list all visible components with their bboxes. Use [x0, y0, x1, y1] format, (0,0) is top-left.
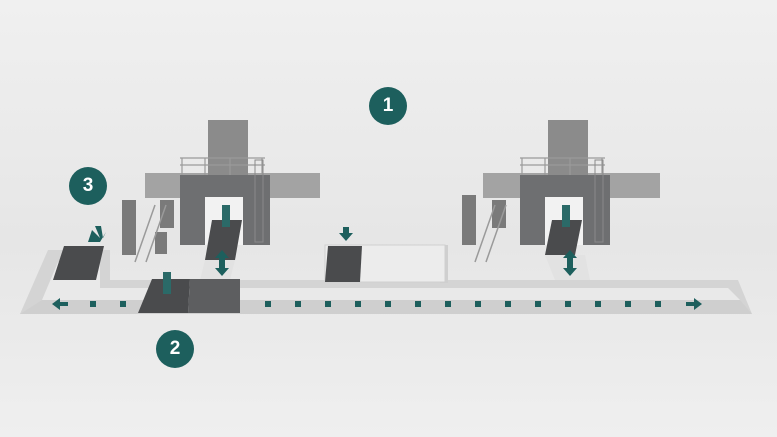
conveyor-dots: [90, 301, 661, 307]
marker-label: 3: [82, 175, 94, 196]
conveyor-dot: [325, 301, 331, 307]
gantry-machine-2: [462, 120, 660, 280]
marker-label: 1: [382, 95, 394, 116]
marker-2[interactable]: 2: [156, 330, 194, 368]
conveyor-dot: [295, 301, 301, 307]
marker-3[interactable]: 3: [69, 167, 107, 205]
pallet: [53, 246, 104, 280]
conveyor-dot: [445, 301, 451, 307]
arrow-down-icon: [88, 226, 106, 242]
conveyor-dot: [625, 301, 631, 307]
arrow-updown-icon: [215, 250, 229, 276]
marker-1[interactable]: 1: [369, 87, 407, 125]
pallet: [188, 279, 240, 313]
flow-arrows: [52, 226, 702, 310]
conveyor-dot: [415, 301, 421, 307]
conveyor-dot: [505, 301, 511, 307]
gantry-machine-1: [122, 120, 320, 280]
conveyor-dot: [265, 301, 271, 307]
conveyor-dot: [355, 301, 361, 307]
conveyor-dot: [655, 301, 661, 307]
conveyor-dot: [90, 301, 96, 307]
conveyor-dot: [565, 301, 571, 307]
pallet: [325, 246, 362, 282]
conveyor-dot: [385, 301, 391, 307]
conveyor-dot: [120, 301, 126, 307]
conveyor-dot: [595, 301, 601, 307]
arrow-right-icon: [686, 298, 702, 310]
marker-label: 2: [169, 338, 181, 359]
conveyor-dot: [475, 301, 481, 307]
arrow-down-icon: [339, 227, 353, 241]
pallet: [138, 279, 190, 313]
arrow-updown-icon: [563, 250, 577, 276]
conveyor-dot: [535, 301, 541, 307]
operator-figure: [163, 272, 171, 294]
arrow-left-icon: [52, 298, 68, 310]
